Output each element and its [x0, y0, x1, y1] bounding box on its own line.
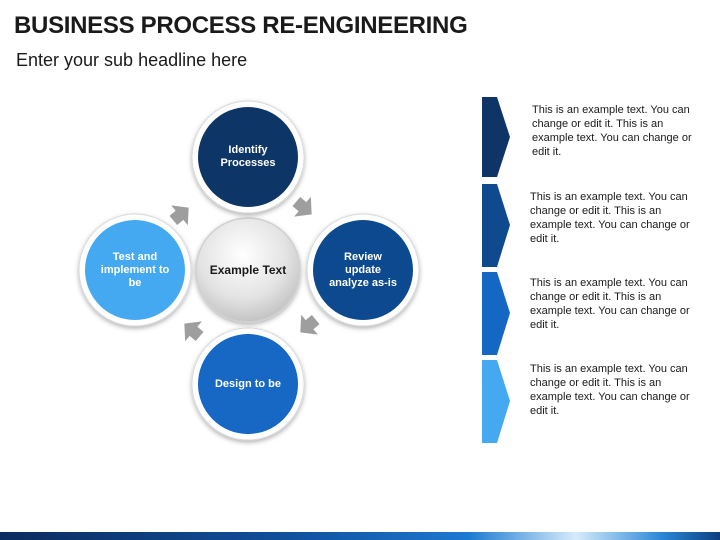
item-text-3: This is an example text. You can change …	[530, 277, 690, 331]
chevron-1-icon	[482, 97, 510, 177]
chevron-4-icon	[482, 360, 510, 443]
step-circle-review	[306, 213, 420, 327]
chevron-3-icon	[482, 272, 510, 355]
step-label-test: Test and implement to be	[100, 250, 170, 289]
item-text-1: This is an example text. You can change …	[532, 104, 692, 158]
step-circle-design	[191, 327, 305, 441]
step-label-design: Design to be	[214, 377, 281, 390]
arrow-design-to-test	[184, 321, 204, 342]
arrow-test-to-identify	[169, 205, 189, 226]
step-circle-test	[78, 213, 192, 327]
item-text-2: This is an example text. You can change …	[530, 191, 690, 245]
footer-bar	[0, 532, 720, 540]
center-label: Example Text	[209, 262, 287, 277]
chevron-2-icon	[482, 184, 510, 267]
step-circle-identify	[191, 100, 305, 214]
step-label-review: Review update analyze as-is	[329, 250, 397, 289]
page-title: BUSINESS PROCESS RE-ENGINEERING	[14, 12, 468, 39]
page-subtitle: Enter your sub headline here	[16, 50, 248, 70]
item-text-4: This is an example text. You can change …	[530, 363, 690, 417]
arrow-identify-to-review	[292, 196, 312, 217]
center-circle	[195, 217, 301, 323]
arrow-review-to-design	[300, 314, 320, 335]
step-label-identify: Identify Processes	[220, 144, 276, 169]
